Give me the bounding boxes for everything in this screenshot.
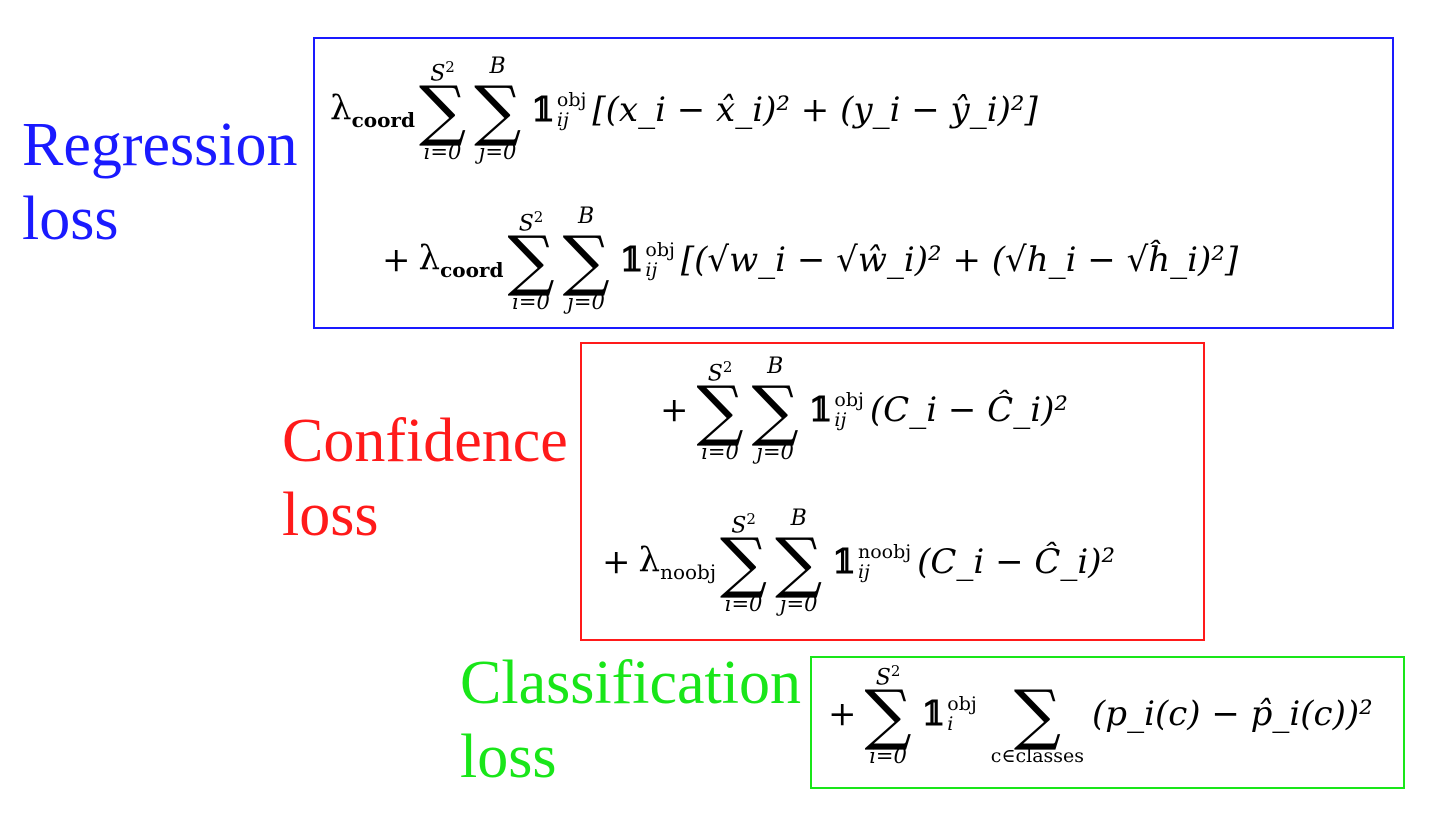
sum-i: S2∑i=0 bbox=[418, 58, 467, 164]
sum-i-3: S2∑i=0 bbox=[696, 358, 744, 464]
lambda-coord-2: λcoord bbox=[418, 238, 504, 282]
sum-i-5: S2∑i=0 bbox=[864, 662, 912, 768]
classification-box bbox=[810, 656, 1405, 789]
confidence-label-line2: loss bbox=[282, 481, 379, 549]
regression-label-line1: Regression bbox=[22, 111, 298, 179]
sum-i-4: S2∑i=0 bbox=[720, 510, 768, 616]
confidence-expression-noobj: (C_i − Ĉ_i)² bbox=[917, 542, 1116, 582]
sum-j-3: B∑j=0 bbox=[751, 354, 799, 465]
sum-j-2: B∑j=0 bbox=[562, 204, 610, 315]
confidence-box bbox=[580, 342, 1205, 641]
regression-loss-label: Regression loss bbox=[22, 108, 298, 256]
sum-classes: ∑c∈classes bbox=[990, 676, 1085, 768]
regression-wh-expression: [(√w_i − √ŵ_i)² + (√h_i − √ĥ_i)²] bbox=[680, 240, 1239, 280]
sum-j: B∑j=0 bbox=[474, 54, 522, 165]
classification-expression: (p_i(c) − p̂_i(c))² bbox=[1092, 694, 1373, 734]
regression-xy-expression: [(x_i − x̂_i)² + (y_i − ŷ_i)²] bbox=[592, 90, 1038, 130]
confidence-label-line1: Confidence bbox=[282, 407, 568, 475]
confidence-expression-obj: (C_i − Ĉ_i)² bbox=[869, 390, 1068, 430]
confidence-loss-label: Confidence loss bbox=[282, 404, 568, 552]
regression-label-line2: loss bbox=[22, 185, 119, 253]
lambda-noobj: λnoobj bbox=[638, 540, 717, 584]
classification-label-line2: loss bbox=[460, 723, 557, 791]
classification-loss-label: Classification loss bbox=[460, 646, 801, 794]
regression-box bbox=[313, 37, 1394, 329]
lambda-coord: λcoord bbox=[330, 88, 415, 132]
classification-label-line1: Classification bbox=[460, 649, 801, 717]
sum-j-4: B∑j=0 bbox=[775, 506, 823, 617]
sum-i-2: S2∑i=0 bbox=[507, 208, 555, 314]
